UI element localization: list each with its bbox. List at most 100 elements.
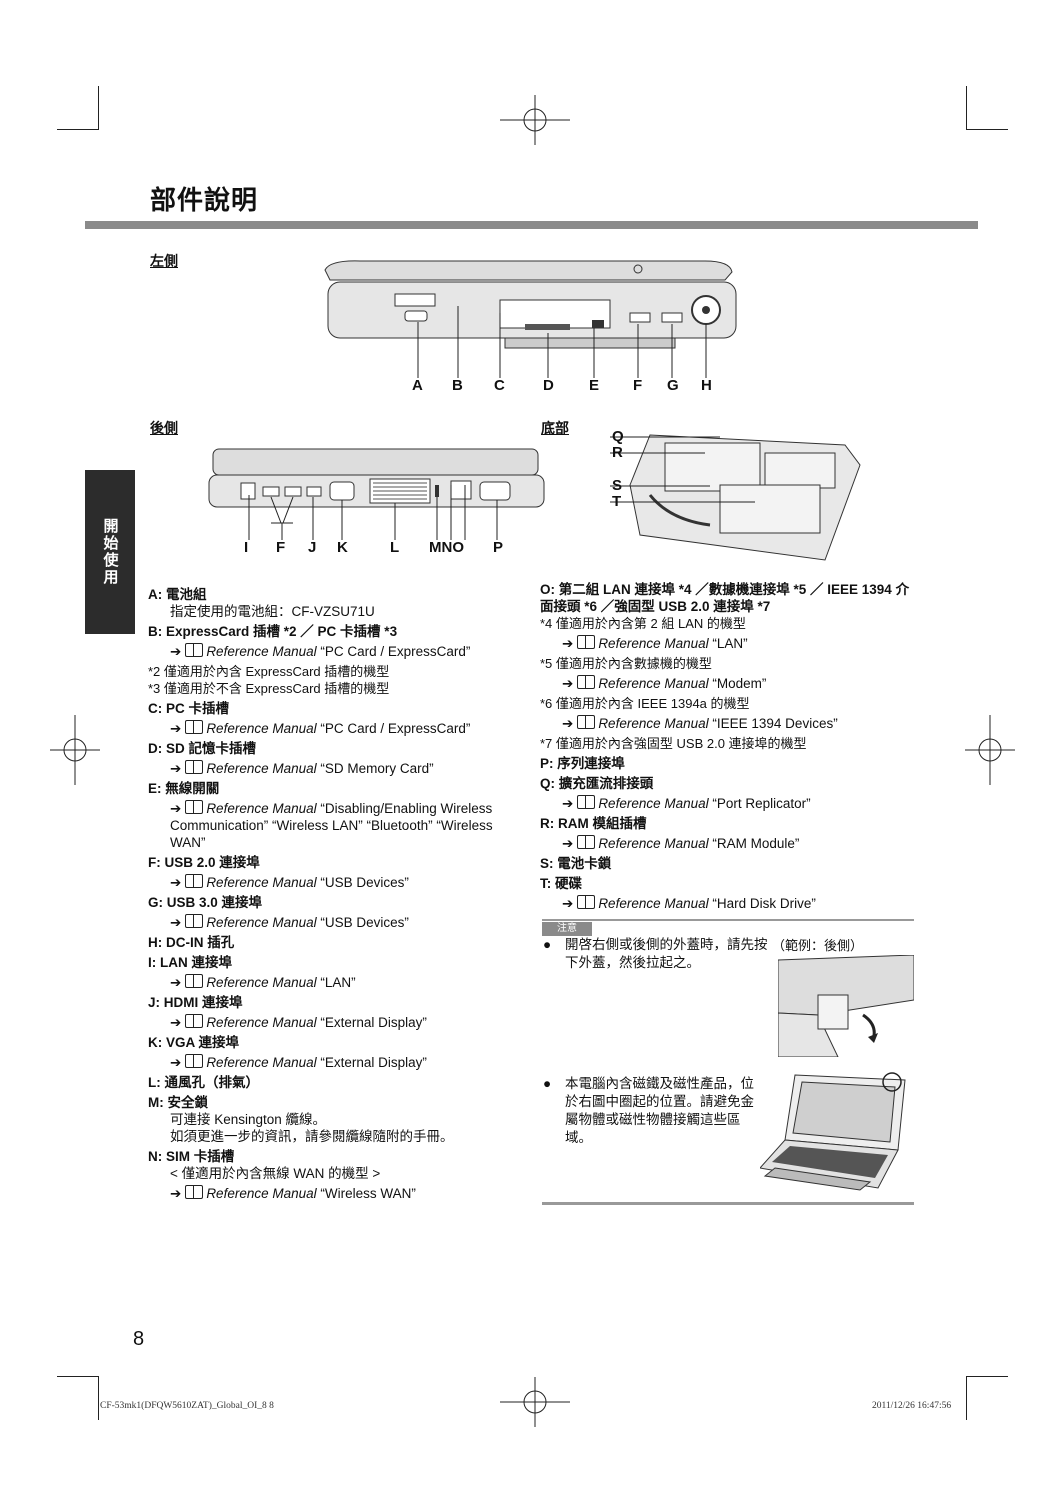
reference-topic: “USB Devices” (316, 915, 409, 930)
registration-mark-left (50, 715, 100, 785)
callout-h: H (701, 377, 712, 394)
item-heading: R: RAM 模組插槽 (540, 816, 647, 831)
manual-book-icon (185, 643, 204, 657)
reference-manual-name: Reference Manual (206, 721, 317, 736)
crop-mark (98, 86, 99, 130)
arrow-icon: ➔ (170, 1055, 182, 1070)
callout-t: T (612, 493, 622, 510)
cover-open-illustration (778, 955, 914, 1057)
reference-link: ➔ Reference Manual “Disabling/Enabling Wi… (148, 800, 518, 851)
item-heading: A: 電池組 (148, 587, 207, 602)
section-rear-label: 後側 (150, 420, 178, 436)
item-heading: C: PC 卡插槽 (148, 701, 229, 716)
reference-link: ➔Reference Manual “PC Card / ExpressCard… (148, 720, 518, 737)
manual-book-icon (185, 1014, 204, 1028)
callout-q: Q (612, 428, 624, 445)
callout-r: R (612, 444, 623, 461)
page-title: 部件說明 (150, 185, 259, 215)
item-heading: F: USB 2.0 連接埠 (148, 855, 260, 870)
reference-manual-name: Reference Manual (206, 761, 317, 776)
bullet-dot: ● (543, 937, 552, 952)
reference-link: ➔Reference Manual “PC Card / ExpressCard… (148, 643, 518, 660)
reference-topic: “External Display” (316, 1055, 427, 1070)
reference-link: ➔ Reference Manual “Modem” (540, 675, 918, 692)
crop-mark (966, 86, 967, 130)
crop-mark (57, 1376, 99, 1377)
reference-manual-name: Reference Manual (206, 1015, 317, 1030)
arrow-icon: ➔ (170, 875, 182, 890)
crop-mark (966, 1376, 967, 1420)
manual-book-icon (185, 874, 204, 888)
callout-f-rear: F (276, 539, 286, 556)
footer-file-info: CF-53mk1(DFQW5610ZAT)_Global_OI_8 8 (100, 1401, 274, 1411)
callout-k: K (337, 539, 348, 556)
registration-mark-right (965, 715, 1015, 785)
callout-j: J (308, 539, 317, 556)
note-bullet-1: ● 開啓右側或後側的外蓋時，請先按下外蓋，然後拉起之。 (543, 937, 768, 970)
reference-topic: “Disabling/Enabling Wireless Communicati… (170, 801, 493, 850)
callout-s: S (612, 477, 623, 494)
reference-link: ➔Reference Manual “USB Devices” (148, 914, 518, 931)
reference-manual-name: Reference Manual (206, 801, 317, 816)
manual-book-icon (185, 720, 204, 734)
crop-mark (966, 129, 1008, 130)
reference-link: ➔Reference Manual “RAM Module” (540, 835, 918, 852)
reference-manual-name: Reference Manual (598, 676, 709, 691)
reference-link: ➔Reference Manual “Wireless WAN” (148, 1185, 518, 1202)
bottom-illustration (610, 434, 861, 561)
section-bottom-label: 底部 (541, 420, 569, 436)
callout-b: B (452, 377, 463, 394)
item-heading: I: LAN 連接埠 (148, 955, 232, 970)
item-description: 如須更進一步的資訊，請參閱纜線隨附的手冊。 (170, 1129, 454, 1144)
reference-manual-name: Reference Manual (206, 915, 317, 930)
reference-manual-name: Reference Manual (598, 796, 709, 811)
reference-manual-name: Reference Manual (598, 716, 709, 731)
reference-topic: “PC Card / ExpressCard” (316, 721, 471, 736)
manual-book-icon (577, 795, 596, 809)
item-heading: Q: 擴充匯流排接頭 (540, 776, 654, 791)
description-column-right: O: 第二組 LAN 連接埠 *4 ／數據機連接埠 *5 ／ IEEE 1394… (540, 578, 918, 915)
chapter-tab: 開始使用 (85, 470, 135, 634)
reference-topic: “LAN” (708, 636, 748, 651)
item-heading: S: 電池卡鎖 (540, 856, 612, 871)
reference-link: ➔Reference Manual “External Display” (148, 1014, 518, 1031)
callout-p: P (493, 539, 504, 556)
item-heading: T: 硬碟 (540, 876, 582, 891)
callout-d: D (543, 377, 554, 394)
reference-topic: “Port Replicator” (708, 796, 811, 811)
arrow-icon: ➔ (170, 761, 182, 776)
item-heading: B: ExpressCard 插槽 *2 ／ PC 卡插槽 *3 (148, 624, 398, 639)
reference-topic: “SD Memory Card” (316, 761, 434, 776)
reference-topic: “Hard Disk Drive” (708, 896, 816, 911)
reference-manual-name: Reference Manual (206, 975, 317, 990)
item-heading: G: USB 3.0 連接埠 (148, 895, 263, 910)
reference-topic: “LAN” (316, 975, 356, 990)
manual-book-icon (577, 635, 596, 649)
reference-topic: “Wireless WAN” (316, 1186, 416, 1201)
reference-topic: “Modem” (708, 676, 767, 691)
arrow-icon: ➔ (170, 801, 182, 816)
item-heading: H: DC-IN 插孔 (148, 935, 235, 950)
bullet-dot: ● (543, 1076, 552, 1091)
crop-mark (966, 1376, 1008, 1377)
manual-book-icon (577, 715, 596, 729)
manual-book-icon (185, 974, 204, 988)
footer-timestamp: 2011/12/26 16:47:56 (872, 1401, 952, 1411)
callout-c: C (494, 377, 505, 394)
reference-link: ➔Reference Manual “IEEE 1394 Devices” (540, 715, 918, 732)
item-heading: N: SIM 卡插槽 (148, 1149, 235, 1164)
arrow-icon: ➔ (562, 676, 574, 691)
reference-topic: “USB Devices” (316, 875, 409, 890)
reference-link: ➔Reference Manual “Port Replicator” (540, 795, 918, 812)
reference-link: ➔ Reference Manual “SD Memory Card” (148, 760, 518, 777)
manual-book-icon (577, 835, 596, 849)
rear-illustration (208, 448, 545, 540)
arrow-icon: ➔ (170, 975, 182, 990)
registration-mark-top (500, 95, 570, 145)
arrow-icon: ➔ (562, 896, 574, 911)
item-heading: O: 第二組 LAN 連接埠 *4 ／數據機連接埠 *5 ／ IEEE 1394… (540, 582, 910, 614)
reference-manual-name: Reference Manual (206, 644, 317, 659)
footnote: *5 僅適用於內含數據機的機型 (540, 656, 712, 671)
reference-manual-name: Reference Manual (206, 1055, 317, 1070)
reference-manual-name: Reference Manual (206, 875, 317, 890)
